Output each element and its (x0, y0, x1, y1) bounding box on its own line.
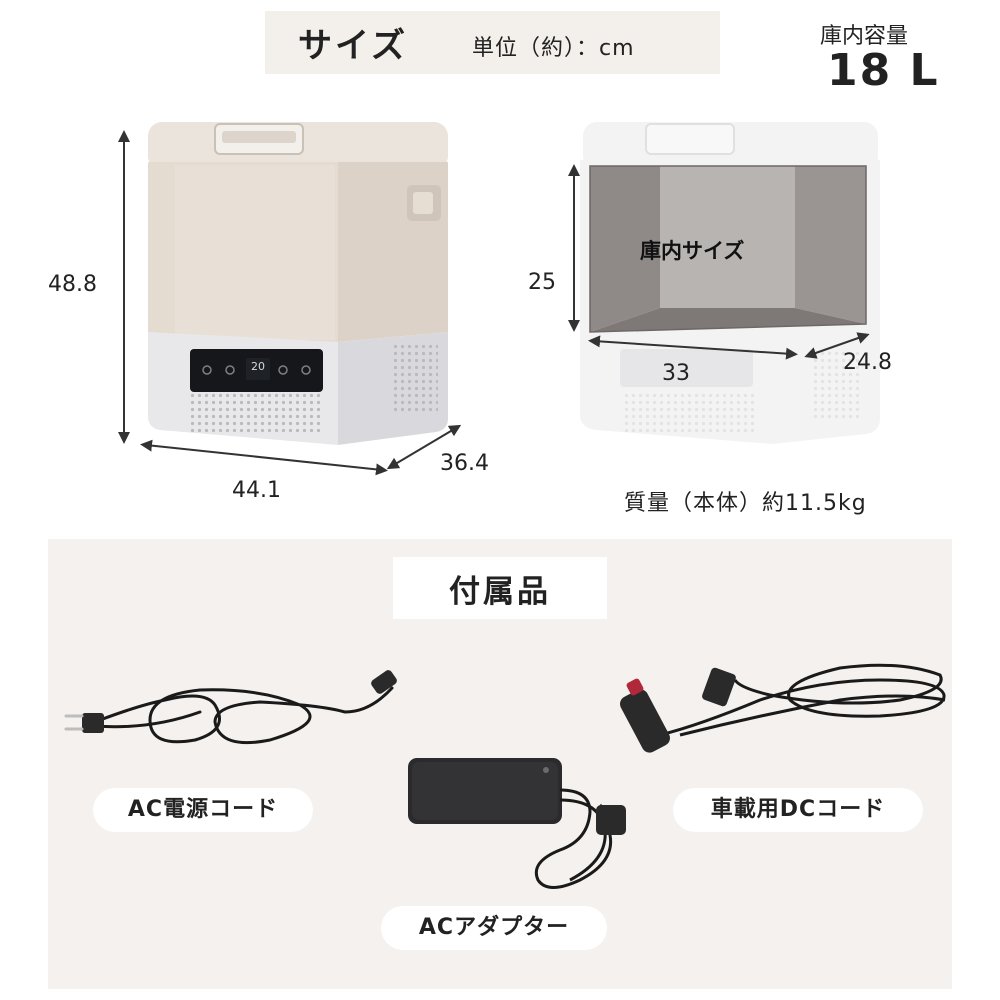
display-readout: 20 (251, 360, 265, 373)
height-dimension: 48.8 (48, 272, 97, 297)
accessory-label-ac-power-cord: AC電源コード (93, 788, 313, 832)
accessories-heading: 付属品 (449, 574, 551, 610)
interior-depth-dimension: 24.8 (843, 350, 892, 375)
unit-note: 単位（約）：cm (472, 36, 635, 61)
interior-label: 庫内サイズ (640, 239, 745, 263)
capacity-value: 18 L (827, 45, 940, 96)
accessory-label-car-dc-cord: 車載用DCコード (673, 788, 923, 832)
interior-diagram (580, 122, 880, 444)
ac-adapter-image (408, 758, 626, 889)
interior-height-dimension: 25 (528, 270, 556, 295)
interior-depth-arrow (804, 332, 870, 359)
depth-arrow (386, 424, 462, 470)
interior-width-arrow (588, 335, 798, 360)
interior-width-dimension: 33 (662, 361, 690, 386)
accessory-label-ac-adapter: ACアダプター (381, 906, 607, 950)
car-dc-cord-image (620, 663, 946, 753)
width-dimension: 44.1 (232, 478, 281, 503)
weight-note: 質量（本体）約11.5kg (624, 491, 867, 516)
cooler-product-image (148, 122, 448, 445)
ac-power-cord-image (64, 670, 397, 745)
title-banner (265, 11, 720, 74)
depth-dimension: 36.4 (440, 451, 489, 476)
width-arrow (140, 439, 388, 476)
page-title: サイズ (298, 26, 408, 66)
accessories-heading-box (393, 557, 607, 619)
capacity-label: 庫内容量 (820, 24, 909, 49)
